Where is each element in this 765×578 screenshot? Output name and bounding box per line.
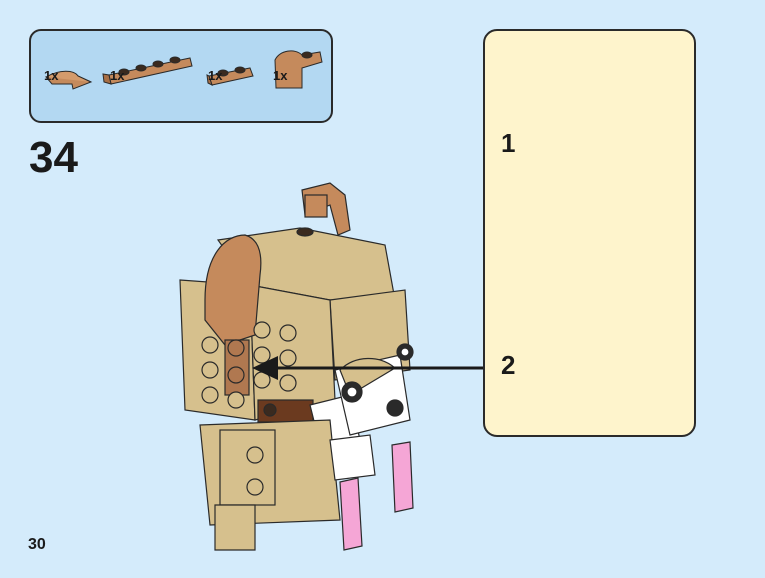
part-quantity: 1x bbox=[208, 68, 223, 83]
sub-step-number: 1 bbox=[501, 128, 516, 158]
step-number: 34 bbox=[29, 133, 78, 182]
part-slope-curved-with-plate bbox=[274, 50, 323, 89]
part-slope-curved bbox=[44, 70, 93, 90]
sub-step-number: 2 bbox=[501, 350, 516, 380]
page-number: 30 bbox=[28, 536, 46, 553]
part-plate-1x4 bbox=[102, 56, 193, 85]
part-quantity: 1x bbox=[110, 68, 125, 83]
main-model bbox=[179, 182, 414, 551]
part-quantity: 1x bbox=[44, 68, 59, 83]
part-quantity: 1x bbox=[273, 68, 288, 83]
placement-arrow bbox=[252, 356, 485, 380]
part-plate-1x2 bbox=[206, 66, 254, 86]
sub-assembly-box bbox=[483, 29, 696, 437]
